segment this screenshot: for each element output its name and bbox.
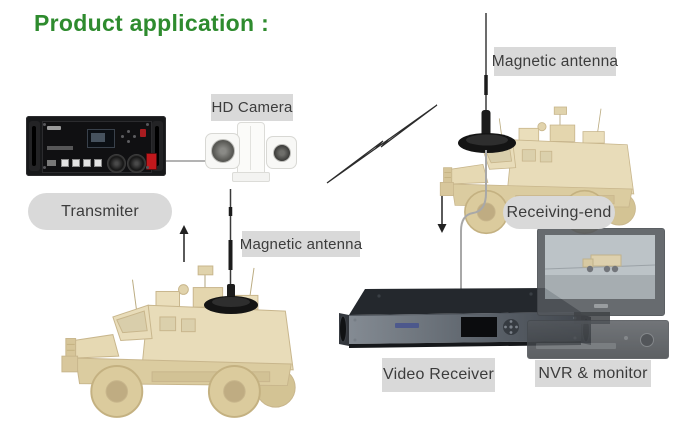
magnetic-antenna-left-label: Magnetic antenna <box>240 231 362 257</box>
lcd-display <box>87 129 115 148</box>
camera-base <box>232 172 270 182</box>
hd-camera-device <box>203 120 297 182</box>
nav-button <box>121 135 124 138</box>
fan-grille <box>107 154 126 173</box>
io-connector <box>47 160 56 166</box>
receiver-logo <box>395 323 419 328</box>
brand-logo <box>47 126 61 130</box>
magnetic-antenna-right-label: Magnetic antenna <box>492 47 618 76</box>
camera-mount-column <box>237 122 265 176</box>
transmitter-device <box>26 116 166 176</box>
rack-handle-left <box>29 121 40 171</box>
rack-handle-right <box>152 121 163 171</box>
model-text <box>47 146 73 150</box>
monitor-device <box>537 228 665 316</box>
fan-grille <box>127 154 146 173</box>
nvr-front-strip <box>536 343 616 349</box>
monitor-screen-scene <box>545 235 655 299</box>
panel-button <box>61 159 69 167</box>
down-arrow-icon <box>437 196 447 233</box>
panel-button <box>83 159 91 167</box>
camera-right-head <box>266 136 297 169</box>
camera-left-lens-icon <box>211 139 235 163</box>
nvr-led <box>624 336 628 340</box>
camera-left-head <box>205 133 240 169</box>
transmitter-front-panel <box>42 121 157 173</box>
receiving-end-label: Receiving-end <box>503 196 615 229</box>
nav-button <box>127 130 130 133</box>
military-truck-left <box>60 265 297 418</box>
monitor-brand <box>594 304 608 308</box>
video-receiver-label: Video Receiver <box>382 358 495 392</box>
panel-button <box>94 159 102 167</box>
hd-camera-label: HD Camera <box>211 94 293 121</box>
power-led <box>140 129 146 137</box>
magnetic-antenna-right-icon <box>458 13 516 153</box>
lightning-bolt-icon <box>326 104 438 184</box>
nav-button <box>133 135 136 138</box>
receiver-display <box>461 317 497 337</box>
camera-right-lens-icon <box>273 144 291 162</box>
nav-button <box>127 140 130 143</box>
transmitter-label: Transmiter <box>28 193 172 230</box>
nvr-device <box>527 320 669 359</box>
nvr-knob <box>640 333 654 347</box>
monitor-screen <box>545 235 655 299</box>
panel-button <box>72 159 80 167</box>
cable-antenna-to-receiver <box>460 150 487 300</box>
nvr-monitor-label: NVR & monitor <box>535 360 651 387</box>
power-switch <box>146 153 157 170</box>
page-title: Product application : <box>34 10 270 36</box>
up-arrow-icon <box>179 225 189 262</box>
